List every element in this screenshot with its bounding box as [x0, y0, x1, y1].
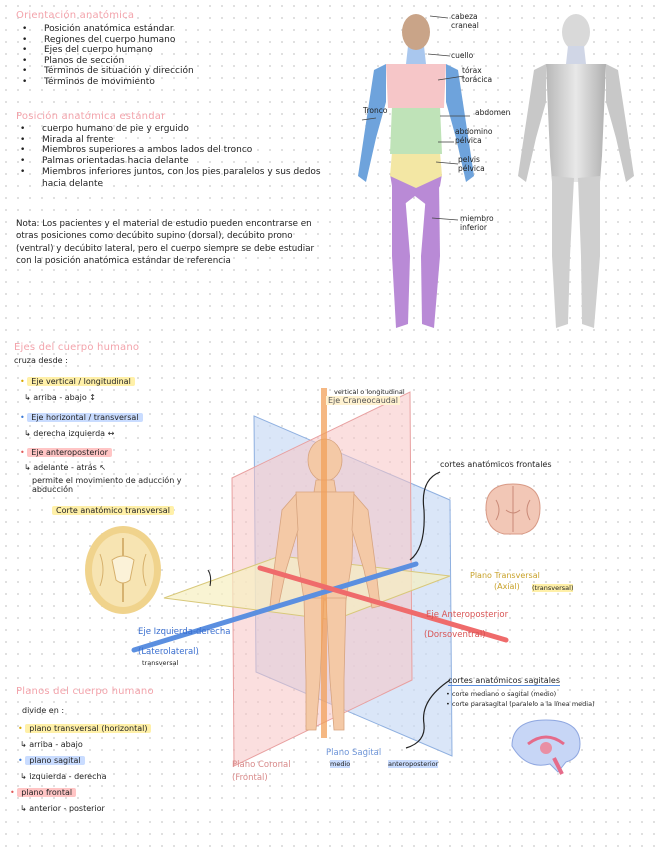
axis-ap-item: • Eje anteroposterior [20, 448, 112, 457]
axis-horizontal-dir-text: derecha izquierda ↔ [33, 429, 114, 438]
vertical-axis [321, 388, 327, 738]
planes-title: Planos del cuerpo humano [16, 686, 154, 697]
plane-frontal-direction: ↳ anterior - posterior [20, 804, 105, 813]
plane-frontal-dir-text: anterior - posterior [29, 804, 105, 813]
axis-vertical-item: • Eje vertical / longitudinal [20, 377, 135, 386]
planes-intro: divide en : [22, 706, 64, 715]
sagittal-note-1-text: corte mediano o sagital (medio) [452, 690, 556, 698]
plane-transverse-dir-text: arriba - abajo [29, 740, 83, 749]
axis-vertical-direction: ↳ arriba - abajo ↕ [24, 393, 96, 402]
list-item: cuerpo humano de pie y erguido [12, 124, 327, 135]
axes-intro: cruza desde : [14, 356, 68, 365]
plane-sagittal-label: plano sagital [25, 756, 84, 765]
label-pelvis: pelvis pélvica [458, 155, 502, 173]
plane-frontal-label: plano frontal [17, 788, 76, 797]
sagittal-note-2: • corte parasagital (paralelo a la línea… [446, 700, 595, 708]
sagittal-note-2-text: corte parasagital (paralelo a la línea m… [452, 700, 595, 708]
standard-position-title: Posición anatómica estándar [16, 111, 165, 122]
head [402, 14, 430, 50]
plane-sagittal-dir-text: izquierda - derecha [29, 772, 106, 781]
list-item: Mirada al frente [12, 135, 327, 146]
frontal-cuts-label: cortes anatómicos frontales [440, 460, 552, 469]
list-item: Miembros superiores a ambos lados del tr… [12, 145, 327, 156]
plane-transverse-direction: ↳ arriba - abajo [20, 740, 83, 749]
sagittal-plane-label: Plano Sagital [326, 748, 381, 758]
label-trunk: Tronco [363, 106, 387, 115]
front-body [358, 14, 474, 328]
axis-ap-label: Eje anteroposterior [27, 448, 112, 457]
plane-sagittal-direction: ↳ izquierda - derecha [20, 772, 106, 781]
coronal-plane-label: Plano Coronal [232, 760, 291, 770]
axis-horizontal-direction: ↳ derecha izquierda ↔ [24, 429, 114, 438]
sagittal-hand-label: anteroposterior [388, 760, 438, 768]
coronal-plane-label-2: (Frontal) [232, 773, 268, 783]
list-item: Regiones del cuerpo humano [14, 35, 314, 46]
transverse-plane-label: Plano Transversal [470, 571, 540, 580]
standard-position-list: cuerpo humano de pie y erguido Mirada al… [12, 124, 327, 190]
orientation-title: Orientación anatómica [16, 10, 134, 21]
plane-frontal-item: • plano frontal [10, 788, 76, 797]
frontal-brain-image [482, 480, 544, 538]
label-thorax: tórax torácica [462, 66, 502, 84]
vertical-axis-label: Eje Craneocaudal [326, 396, 400, 405]
list-item: Posición anatómica estándar [14, 24, 314, 35]
axis-ap-direction: ↳ adelante - atrás ↖ [24, 463, 106, 472]
label-neck: cuello [451, 51, 473, 60]
list-item: Miembros inferiores juntos, con los pies… [12, 166, 327, 190]
plane-sagittal-item: • plano sagital [18, 756, 85, 765]
plane-transverse-item: • plano transversal (horizontal) [18, 724, 151, 733]
lateral-axis-label-2: (Laterolateral) [138, 647, 199, 657]
lateral-axis-label: Eje Izquierda-derecha [138, 627, 238, 637]
ap-axis-label: Eje Anteroposterior [426, 610, 516, 620]
sagittal-brain-image [506, 714, 586, 778]
list-item: Palmas orientadas hacia delante [12, 156, 327, 167]
label-lower-limb: miembro inferior [460, 214, 508, 232]
label-abdomen: abdomen [475, 108, 510, 117]
sagittal-cuts-label: cortes anatómicos sagitales [448, 676, 560, 686]
list-item: Términos de movimiento [14, 77, 314, 88]
plane-transverse-label: plano transversal (horizontal) [25, 724, 151, 733]
orientation-list: Posición anatómica estándar Regiones del… [14, 24, 314, 87]
axes-title: Ejes del cuerpo humano [14, 342, 139, 353]
axis-vertical-dir-text: arriba - abajo ↕ [33, 393, 96, 402]
list-item: Ejes del cuerpo humano [14, 45, 314, 56]
axis-vertical-label: Eje vertical / longitudinal [27, 377, 135, 386]
thorax-region [386, 64, 446, 108]
note-paragraph: Nota: Los pacientes y el material de est… [16, 218, 328, 267]
lateral-hand-label: transversal [142, 659, 178, 667]
label-head: cabeza craneal [451, 12, 491, 30]
right-leg [421, 182, 440, 328]
list-item: Términos de situación y dirección [14, 66, 314, 77]
sagittal-note-1: • corte mediano o sagital (medio) [446, 690, 556, 698]
transverse-hand-label: (transversal) [532, 584, 573, 592]
axis-ap-dir-text: adelante - atrás ↖ [33, 463, 106, 472]
vertical-axis-small: vertical o longitudinal [334, 388, 405, 396]
abdomen-region [390, 106, 442, 154]
label-abdominopelvic: abdomino pélvica [455, 127, 499, 145]
left-arm [358, 64, 386, 182]
ap-axis-label-2: (Dorsoventral) [424, 630, 486, 640]
sagittal-medio-label: medio [330, 760, 350, 768]
transverse-axial-label: (Axial) [494, 582, 520, 591]
body-planes-diagram [120, 380, 540, 790]
back-body [518, 14, 634, 328]
list-item: Planos de sección [14, 56, 314, 67]
